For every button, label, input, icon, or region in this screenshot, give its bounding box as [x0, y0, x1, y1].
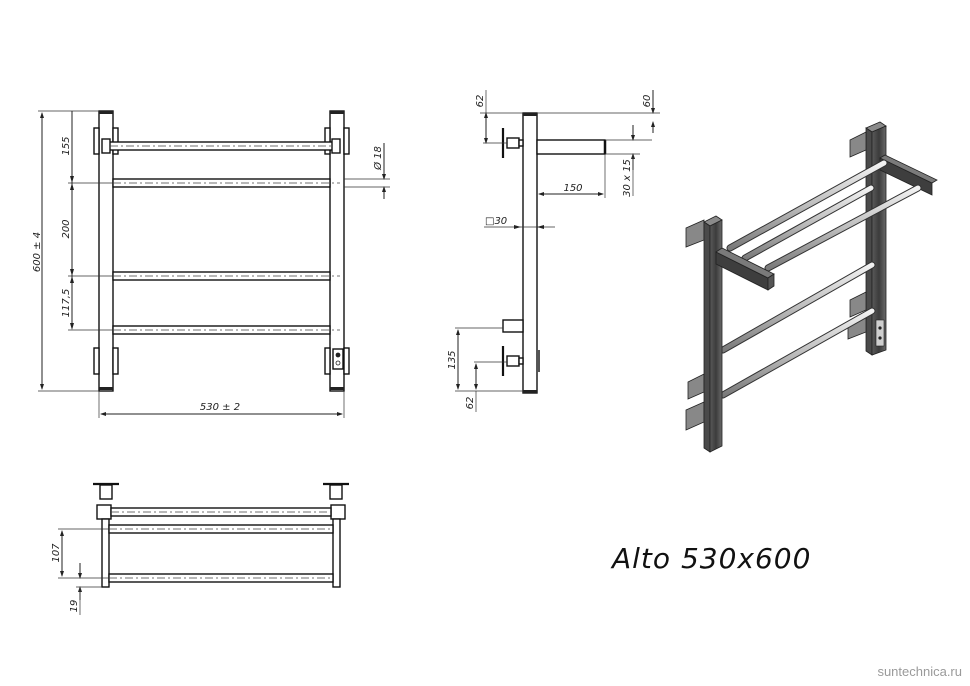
bottom-offset-top-label: 19 — [69, 600, 80, 613]
rail-spacing-label: 107 — [51, 543, 62, 563]
spacing-bottom-label: 117,5 — [61, 289, 72, 318]
bottom-offset-label: 62 — [465, 397, 476, 410]
watermark: suntechnica.ru — [877, 664, 962, 679]
front-view: 600 ± 4 155 200 117,5 Ø 18 530 ± 2 — [32, 110, 390, 418]
top-view: 107 19 — [51, 482, 349, 615]
top-offset-left-label: 62 — [475, 95, 486, 108]
product-title: Alto 530x600 — [612, 542, 812, 575]
spacing-top-label: 155 — [61, 136, 72, 155]
spacing-middle-label: 200 — [61, 219, 72, 238]
isometric-render — [685, 121, 938, 453]
shelf-depth-label: 150 — [563, 183, 582, 194]
side-shelf — [536, 139, 606, 155]
top-offset-right-label: 60 — [642, 95, 653, 108]
tube-diameter-label: Ø 18 — [372, 146, 384, 171]
control-box — [332, 348, 344, 370]
shelf-section-label: 30 x 15 — [622, 159, 633, 197]
overall-height-label: 600 ± 4 — [32, 232, 43, 272]
post-section-label: □30 — [485, 216, 507, 227]
overall-width-label: 530 ± 2 — [200, 402, 240, 413]
side-post — [522, 112, 538, 394]
bottom-mount-height-label: 135 — [447, 350, 458, 369]
side-view: 62 60 30 x 15 150 □30 135 62 — [447, 90, 660, 412]
